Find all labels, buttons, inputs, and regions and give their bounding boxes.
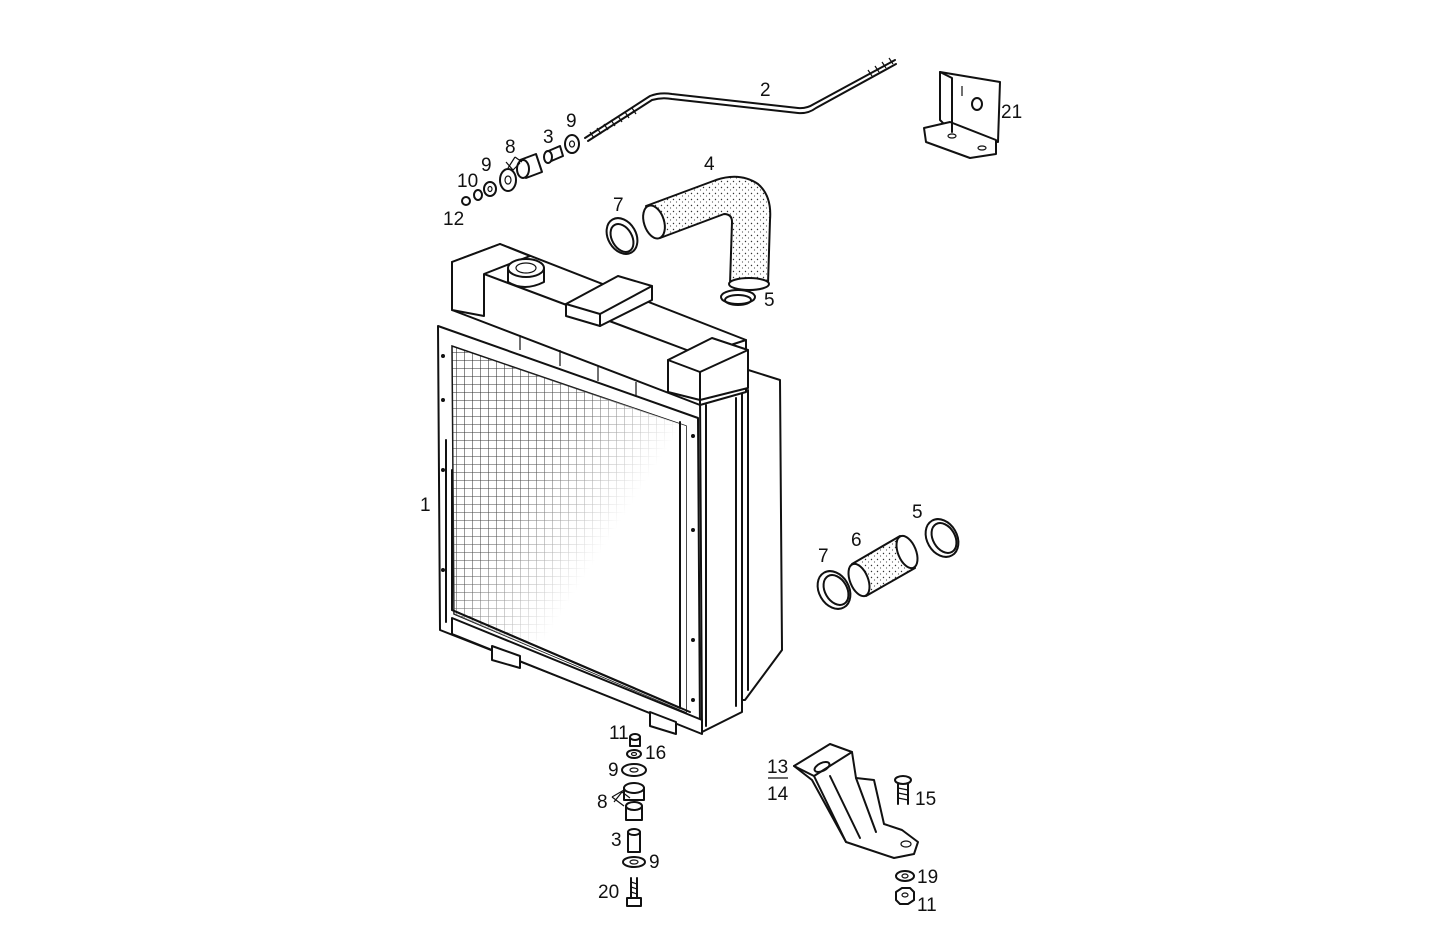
bolt-15 [894, 775, 912, 805]
callout-20: 20 [598, 882, 619, 903]
callout-14: 14 [767, 784, 789, 805]
stay-rod [584, 57, 897, 142]
callout-4: 4 [704, 154, 715, 175]
callout-5: 5 [764, 290, 775, 311]
top-mount-hardware [461, 134, 580, 206]
bottom-mount-stack [613, 733, 647, 907]
washer-19 [895, 870, 915, 882]
callout-11: 11 [609, 723, 629, 744]
callout-8: 8 [505, 137, 516, 158]
callout-2: 2 [760, 80, 771, 101]
callout-1: 1 [420, 495, 431, 516]
callout-7: 7 [818, 546, 829, 567]
callout-8: 8 [597, 792, 608, 813]
hose-clamp-7-top [605, 217, 639, 255]
hose-clamp-5-top [720, 289, 756, 306]
callout-9: 9 [566, 111, 577, 132]
leader-lines [507, 156, 788, 807]
callout-11: 11 [917, 895, 937, 916]
bracket-21 [923, 71, 1001, 159]
hose-clamp-7-mid [816, 570, 852, 610]
callout-9: 9 [481, 155, 492, 176]
callout-9: 9 [608, 760, 619, 781]
callout-13: 13 [767, 757, 788, 778]
elbow-hose [642, 175, 772, 291]
straight-hose [847, 534, 919, 598]
callout-3: 3 [611, 830, 622, 851]
nut-11-bottom [895, 887, 915, 905]
callout-10: 10 [457, 171, 478, 192]
callout-16: 16 [645, 743, 666, 764]
callout-12: 12 [443, 209, 464, 230]
callout-5: 5 [912, 502, 923, 523]
callout-labels: 1 2 3 4 5 5 6 7 7 8 9 9 10 12 21 11 16 9… [420, 80, 1022, 916]
callout-15: 15 [915, 789, 936, 810]
bracket-13-14 [793, 743, 919, 859]
callout-3: 3 [543, 127, 554, 148]
hose-clamp-5-mid [924, 518, 960, 558]
callout-21: 21 [1001, 102, 1022, 123]
callout-7: 7 [613, 195, 624, 216]
radiator-core [437, 243, 783, 735]
callout-19: 19 [917, 867, 938, 888]
callout-6: 6 [851, 530, 862, 551]
callout-9: 9 [649, 852, 660, 873]
